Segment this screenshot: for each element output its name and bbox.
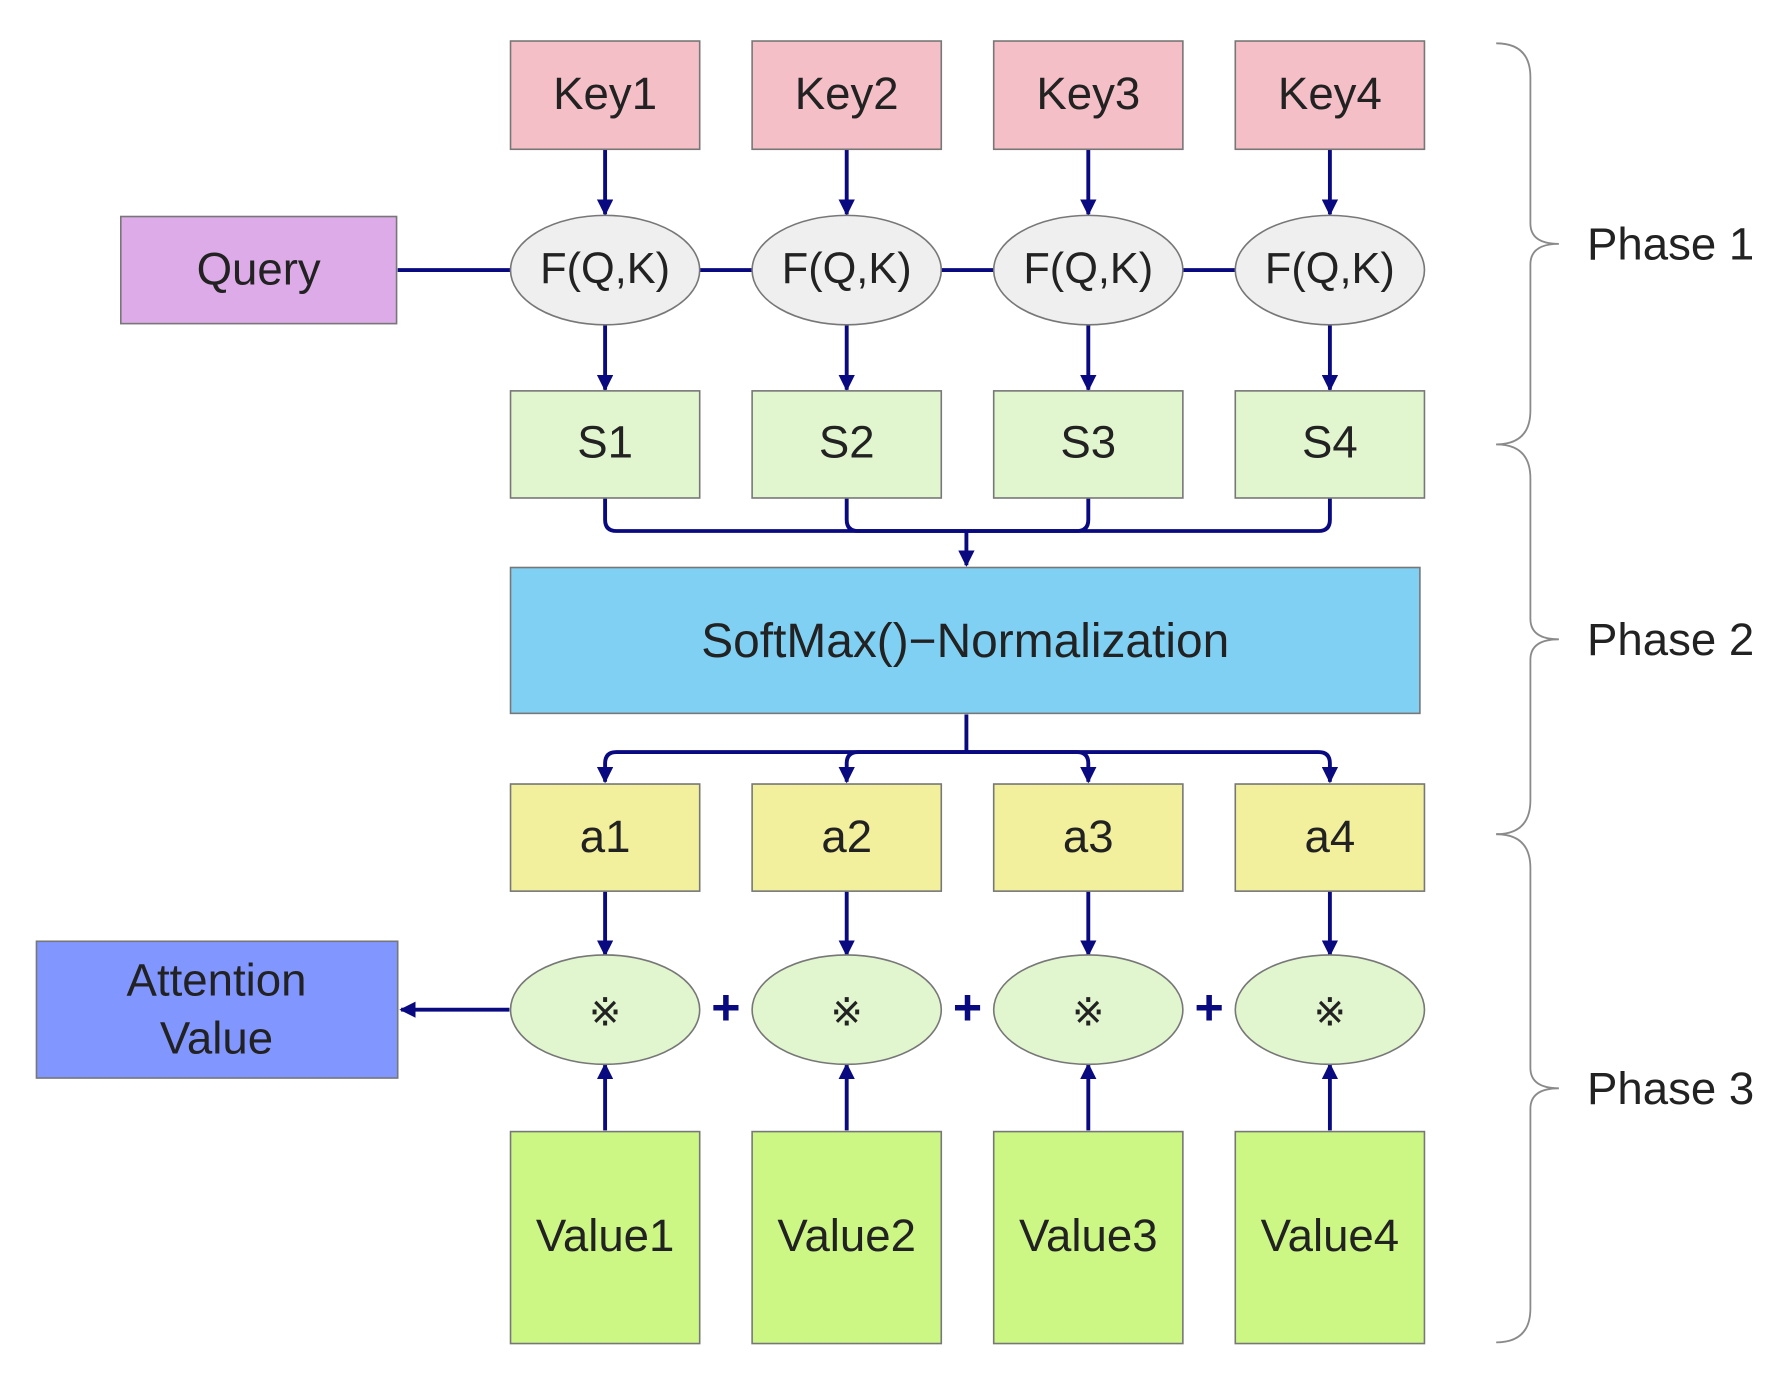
key4-label: Key4 bbox=[1278, 68, 1382, 119]
merge-line-s4 bbox=[966, 498, 1332, 533]
mult2-symbol: ※ bbox=[830, 992, 862, 1035]
a2-box bbox=[751, 783, 943, 892]
softmax-box bbox=[509, 566, 1421, 715]
a2-label: a2 bbox=[821, 811, 872, 862]
a3-label: a3 bbox=[1063, 811, 1114, 862]
split-arrow-a2 bbox=[838, 750, 967, 784]
phase2-label: Phase 2 bbox=[1587, 614, 1754, 665]
a4-label: a4 bbox=[1305, 811, 1356, 862]
query-box bbox=[119, 215, 398, 325]
value1-box bbox=[509, 1130, 701, 1345]
s3-label: S3 bbox=[1060, 417, 1116, 468]
key2-box bbox=[751, 40, 943, 151]
merge-line-s1 bbox=[603, 498, 967, 533]
value3-box bbox=[992, 1130, 1184, 1345]
mult1-symbol: ※ bbox=[589, 992, 621, 1035]
key3-label: Key3 bbox=[1036, 68, 1140, 119]
s2-label: S2 bbox=[819, 417, 875, 468]
merge-line-s2 bbox=[844, 498, 967, 533]
key1-label: Key1 bbox=[553, 68, 657, 119]
mult2-node bbox=[751, 954, 943, 1066]
mult1-node bbox=[509, 954, 701, 1066]
merge-line-s3 bbox=[966, 498, 1091, 533]
phase1-brace bbox=[1496, 42, 1559, 446]
query-label: Query bbox=[197, 243, 321, 294]
s1-label: S1 bbox=[577, 417, 633, 468]
func4-label: F(Q,K) bbox=[1265, 245, 1395, 293]
mult4-node bbox=[1234, 954, 1426, 1066]
split-arrow-a1 bbox=[596, 750, 967, 784]
softmax-label: SoftMax()−Normalization bbox=[701, 615, 1229, 668]
s4-box bbox=[1234, 390, 1426, 499]
value2-label: Value2 bbox=[777, 1210, 916, 1261]
value1-label: Value1 bbox=[536, 1210, 675, 1261]
connectors bbox=[397, 149, 1339, 1131]
value3-label: Value3 bbox=[1019, 1210, 1158, 1261]
func2-node bbox=[751, 214, 943, 326]
s2-box bbox=[751, 390, 943, 499]
func1-node bbox=[509, 214, 701, 326]
s4-label: S4 bbox=[1302, 417, 1358, 468]
a4-box bbox=[1234, 783, 1426, 892]
a1-box bbox=[509, 783, 701, 892]
attention-value-label-line1: Attention bbox=[127, 955, 307, 1006]
key1-box bbox=[509, 40, 701, 151]
a3-box bbox=[992, 783, 1184, 892]
plus-sign-1: + bbox=[711, 979, 740, 1035]
key3-box bbox=[992, 40, 1184, 151]
value2-box bbox=[751, 1130, 943, 1345]
key4-box bbox=[1234, 40, 1426, 151]
split-arrow-a3 bbox=[966, 750, 1097, 784]
mult4-symbol: ※ bbox=[1314, 992, 1346, 1035]
attention-value-box bbox=[35, 940, 399, 1079]
plus-sign-3: + bbox=[1194, 979, 1223, 1035]
phase-braces: Phase 1 Phase 2 Phase 3 bbox=[1496, 42, 1754, 1344]
attention-value-label-line2: Value bbox=[160, 1013, 273, 1064]
s1-box bbox=[509, 390, 701, 499]
value4-box bbox=[1234, 1130, 1426, 1345]
func3-node bbox=[992, 214, 1184, 326]
func2-label: F(Q,K) bbox=[782, 245, 912, 293]
a1-label: a1 bbox=[580, 811, 631, 862]
mult3-symbol: ※ bbox=[1072, 992, 1104, 1035]
func4-node bbox=[1234, 214, 1426, 326]
phase3-brace bbox=[1496, 833, 1559, 1344]
s3-box bbox=[992, 390, 1184, 499]
func3-label: F(Q,K) bbox=[1023, 245, 1153, 293]
value4-label: Value4 bbox=[1261, 1210, 1400, 1261]
phase2-brace bbox=[1496, 443, 1559, 836]
key2-label: Key2 bbox=[795, 68, 899, 119]
split-arrow-a4 bbox=[966, 750, 1339, 784]
plus-sign-2: + bbox=[953, 979, 982, 1035]
mult3-node bbox=[992, 954, 1184, 1066]
phase3-label: Phase 3 bbox=[1587, 1063, 1754, 1114]
phase1-label: Phase 1 bbox=[1587, 218, 1754, 269]
func1-label: F(Q,K) bbox=[540, 245, 670, 293]
